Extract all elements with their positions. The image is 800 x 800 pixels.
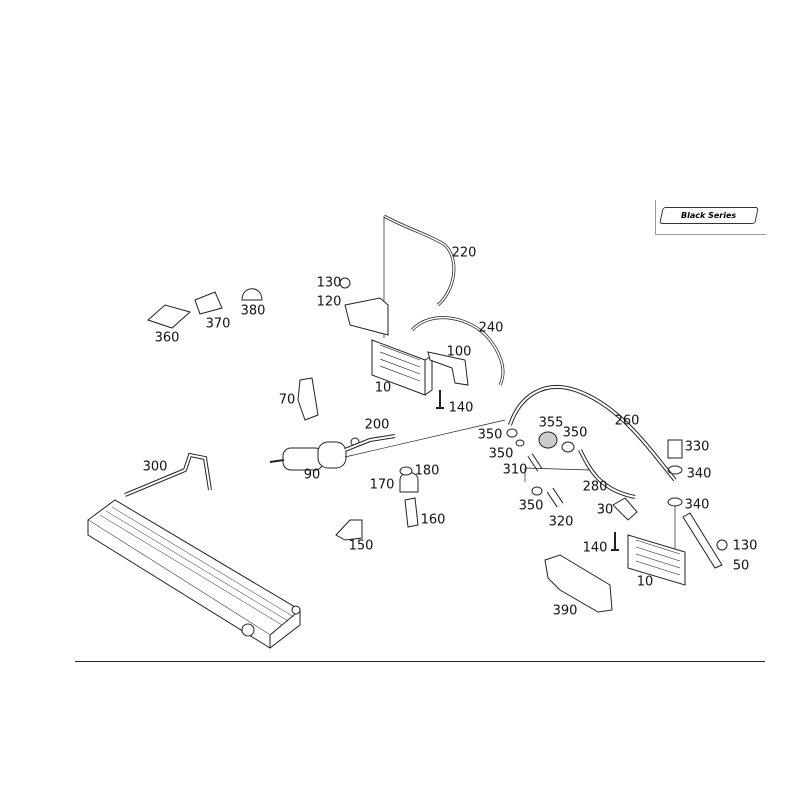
callout-390: 390 bbox=[552, 603, 578, 619]
clamp-170 bbox=[399, 472, 419, 493]
callout-150: 150 bbox=[348, 538, 374, 554]
callout-310: 310 bbox=[502, 462, 528, 478]
callout-350: 350 bbox=[488, 446, 514, 462]
callout-130: 130 bbox=[316, 275, 342, 291]
callout-10: 10 bbox=[636, 574, 654, 590]
callout-90: 90 bbox=[303, 467, 321, 483]
callout-340: 340 bbox=[684, 497, 710, 513]
callout-140: 140 bbox=[448, 400, 474, 416]
part-360 bbox=[147, 304, 192, 329]
bracket-120 bbox=[344, 297, 389, 336]
callout-320: 320 bbox=[548, 514, 574, 530]
bracket-160 bbox=[404, 497, 419, 528]
badge-frame bbox=[655, 200, 766, 235]
callout-10: 10 bbox=[374, 380, 392, 396]
callout-360: 360 bbox=[154, 330, 180, 346]
callout-140: 140 bbox=[582, 540, 608, 556]
bracket-390 bbox=[544, 554, 613, 613]
bracket-150 bbox=[335, 519, 363, 541]
callout-380: 380 bbox=[240, 303, 266, 319]
callout-30: 30 bbox=[596, 502, 614, 518]
callout-120: 120 bbox=[316, 294, 342, 310]
callout-350: 350 bbox=[518, 498, 544, 514]
callout-160: 160 bbox=[420, 512, 446, 528]
part-370 bbox=[194, 291, 223, 315]
callout-355: 355 bbox=[538, 415, 564, 431]
callout-170: 170 bbox=[369, 477, 395, 493]
callout-100: 100 bbox=[446, 344, 472, 360]
bracket-70 bbox=[297, 377, 319, 421]
bottom-rule bbox=[75, 661, 765, 662]
callout-70: 70 bbox=[278, 392, 296, 408]
callout-370: 370 bbox=[205, 316, 231, 332]
callout-220: 220 bbox=[451, 245, 477, 261]
callout-180: 180 bbox=[414, 463, 440, 479]
pump-90 bbox=[269, 437, 360, 471]
part-380 bbox=[241, 288, 263, 301]
oil-cooler-10-lower bbox=[627, 534, 686, 586]
bracket-30 bbox=[612, 497, 638, 521]
strut-50 bbox=[682, 512, 723, 569]
callout-280: 280 bbox=[582, 479, 608, 495]
callout-350: 350 bbox=[562, 425, 588, 441]
callout-200: 200 bbox=[364, 417, 390, 433]
callout-340: 340 bbox=[686, 466, 712, 482]
callout-50: 50 bbox=[732, 558, 750, 574]
callout-240: 240 bbox=[478, 320, 504, 336]
radiator bbox=[87, 499, 301, 649]
callout-260: 260 bbox=[614, 413, 640, 429]
callout-330: 330 bbox=[684, 439, 710, 455]
bracket-100 bbox=[427, 351, 469, 386]
callout-130: 130 bbox=[732, 538, 758, 554]
hose-220 bbox=[383, 214, 456, 307]
callout-350: 350 bbox=[477, 427, 503, 443]
oil-cooler-10-upper bbox=[371, 339, 433, 396]
callout-300: 300 bbox=[142, 459, 168, 475]
